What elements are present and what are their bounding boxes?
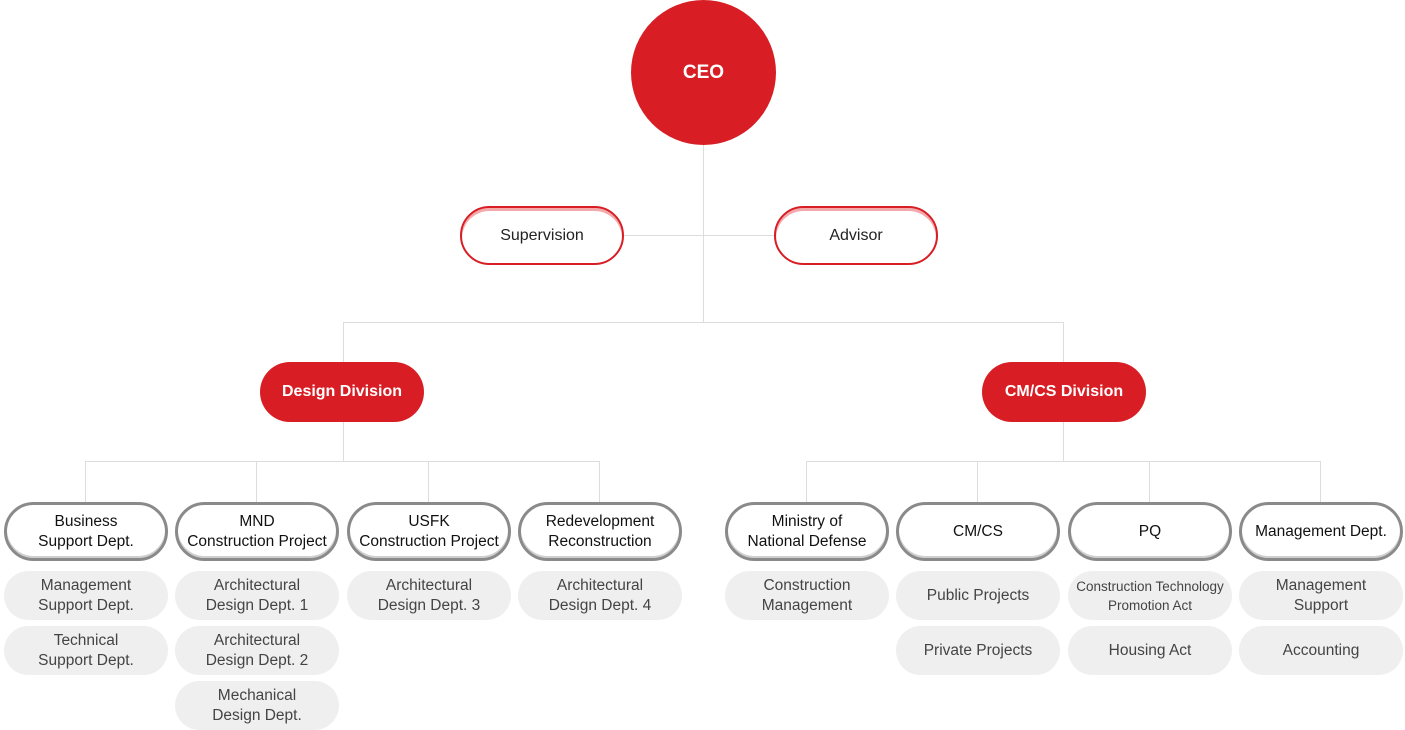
mechanical-design-dept-node: Mechanical Design Dept. (175, 681, 339, 730)
advisor-node: Advisor (774, 206, 938, 265)
mnd-construction-project-node: MND Construction Project (175, 502, 339, 561)
architectural-design-dept-2-node: Architectural Design Dept. 2 (175, 626, 339, 675)
pq-dept-node: PQ (1068, 502, 1232, 561)
cmcs-division-node: CM/CS Division (982, 362, 1146, 422)
accounting-node: Accounting (1239, 626, 1403, 675)
business-support-dept-node: Business Support Dept. (4, 502, 168, 561)
management-dept-node: Management Dept. (1239, 502, 1403, 561)
supervision-node: Supervision (460, 206, 624, 265)
architectural-design-dept-1-node: Architectural Design Dept. 1 (175, 571, 339, 620)
architectural-design-dept-3-node: Architectural Design Dept. 3 (347, 571, 511, 620)
ceo-node: CEO (631, 0, 776, 145)
construction-technology-promotion-act-node: Construction Technology Promotion Act (1068, 571, 1232, 620)
housing-act-node: Housing Act (1068, 626, 1232, 675)
construction-management-node: Construction Management (725, 571, 889, 620)
architectural-design-dept-4-node: Architectural Design Dept. 4 (518, 571, 682, 620)
private-projects-node: Private Projects (896, 626, 1060, 675)
technical-support-dept-node: Technical Support Dept. (4, 626, 168, 675)
ministry-of-national-defense-node: Ministry of National Defense (725, 502, 889, 561)
design-division-node: Design Division (260, 362, 424, 422)
redevelopment-reconstruction-node: Redevelopment Reconstruction (518, 502, 682, 561)
public-projects-node: Public Projects (896, 571, 1060, 620)
cmcs-dept-node: CM/CS (896, 502, 1060, 561)
management-support-dept-node: Management Support Dept. (4, 571, 168, 620)
management-support-node: Management Support (1239, 571, 1403, 620)
usfk-construction-project-node: USFK Construction Project (347, 502, 511, 561)
